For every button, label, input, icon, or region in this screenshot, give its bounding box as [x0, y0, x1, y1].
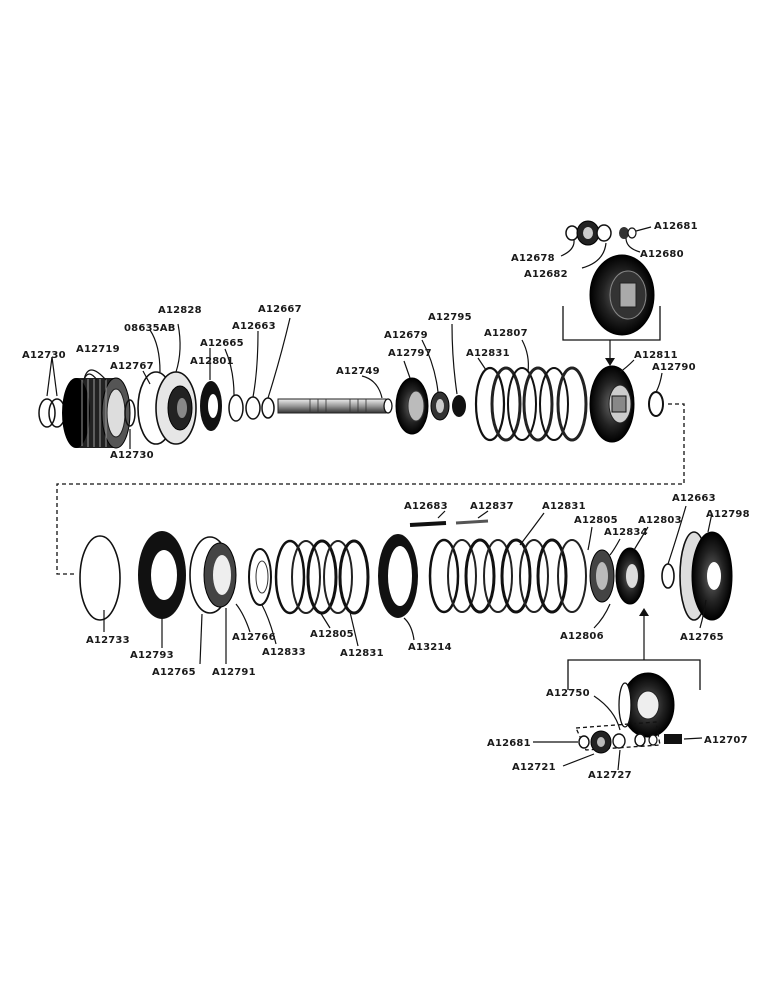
label-A12765-left: A12765	[152, 667, 196, 678]
label-A12765-right: A12765	[680, 632, 724, 643]
label-A12831-bottom: A12831	[340, 648, 384, 659]
label-A12663-top: A12663	[232, 321, 276, 332]
ring-A12663-right	[661, 563, 675, 589]
label-A12721: A12721	[512, 762, 556, 773]
ring-A12793	[138, 531, 186, 619]
upper-bracket-arrowhead	[605, 358, 615, 366]
upper-bracket-frame	[562, 306, 661, 341]
label-A12803: A12803	[638, 515, 682, 526]
label-A13214: A13214	[408, 642, 452, 653]
label-A12682: A12682	[524, 269, 568, 280]
label-A12798: A12798	[706, 509, 750, 520]
main-shaft	[277, 398, 393, 414]
seal-A12833	[248, 548, 272, 606]
clutch-pack-lower-left	[274, 539, 370, 615]
label-A12797: A12797	[388, 348, 432, 359]
upper-small-gear-cluster	[565, 220, 637, 246]
label-A12678: A12678	[511, 253, 555, 264]
label-A12805-right: A12805	[574, 515, 618, 526]
label-A12831-mid: A12831	[542, 501, 586, 512]
label-A12837: A12837	[470, 501, 514, 512]
label-A12831-top: A12831	[466, 348, 510, 359]
lower-planet-carrier	[618, 672, 675, 738]
row-connector-dashed-line	[56, 403, 685, 575]
label-A12806: A12806	[560, 631, 604, 642]
label-A12665: A12665	[200, 338, 244, 349]
label-08635AB: 08635AB	[124, 323, 176, 334]
label-A12766: A12766	[232, 632, 276, 643]
label-A12707: A12707	[704, 735, 748, 746]
snap-ring-A12733	[79, 535, 121, 621]
label-A12791: A12791	[212, 667, 256, 678]
piston-A12791	[189, 536, 237, 614]
ring-A13214	[378, 534, 418, 618]
label-A12793: A12793	[130, 650, 174, 661]
lower-bracket-frame	[567, 659, 701, 690]
label-A12750: A12750	[546, 688, 590, 699]
label-A12681-top: A12681	[654, 221, 698, 232]
label-A12730-bottom: A12730	[110, 450, 154, 461]
label-A12683: A12683	[404, 501, 448, 512]
label-A12727: A12727	[588, 770, 632, 781]
label-A12679: A12679	[384, 330, 428, 341]
label-A12805-left: A12805	[310, 629, 354, 640]
clutch-drum-A12719	[62, 377, 131, 449]
label-A12801: A12801	[190, 356, 234, 367]
drum-A12798	[679, 531, 733, 621]
label-A12719: A12719	[76, 344, 120, 355]
label-A12730-left: A12730	[22, 350, 66, 361]
label-A12795: A12795	[428, 312, 472, 323]
snap-ring-A12730	[124, 399, 136, 427]
bushing-A12790	[648, 391, 664, 417]
piston-assembly	[137, 371, 197, 445]
label-A12811: A12811	[634, 350, 678, 361]
leader-lines	[46, 226, 713, 771]
lower-bracket-arrowhead	[639, 608, 649, 616]
thrust-washers	[228, 394, 275, 422]
lower-small-gear-cluster	[578, 730, 682, 754]
clutch-pack-upper	[474, 366, 588, 442]
label-A12807: A12807	[484, 328, 528, 339]
upper-planet-carrier	[589, 254, 655, 336]
label-A12828: A12828	[158, 305, 202, 316]
part-labels: A12681 A12678 A12680 A12682 A12828 A1266…	[22, 221, 750, 781]
label-A12680: A12680	[640, 249, 684, 260]
label-A12833: A12833	[262, 647, 306, 658]
gearset-A12806	[589, 547, 645, 605]
seal-A12801	[200, 381, 222, 431]
label-A12667: A12667	[258, 304, 302, 315]
sun-gears	[430, 391, 466, 421]
label-A12733: A12733	[86, 635, 130, 646]
label-A12834: A12834	[604, 527, 648, 538]
label-A12749: A12749	[336, 366, 380, 377]
snap-rings-left	[38, 398, 66, 428]
label-A12663-right: A12663	[672, 493, 716, 504]
label-A12790: A12790	[652, 362, 696, 373]
carrier-A12811	[589, 365, 635, 443]
clutch-pack-lower-right	[428, 538, 587, 614]
label-A12681-bottom: A12681	[487, 738, 531, 749]
pins	[409, 519, 489, 527]
ring-gear-A12797	[395, 377, 429, 435]
label-A12767: A12767	[110, 361, 154, 372]
